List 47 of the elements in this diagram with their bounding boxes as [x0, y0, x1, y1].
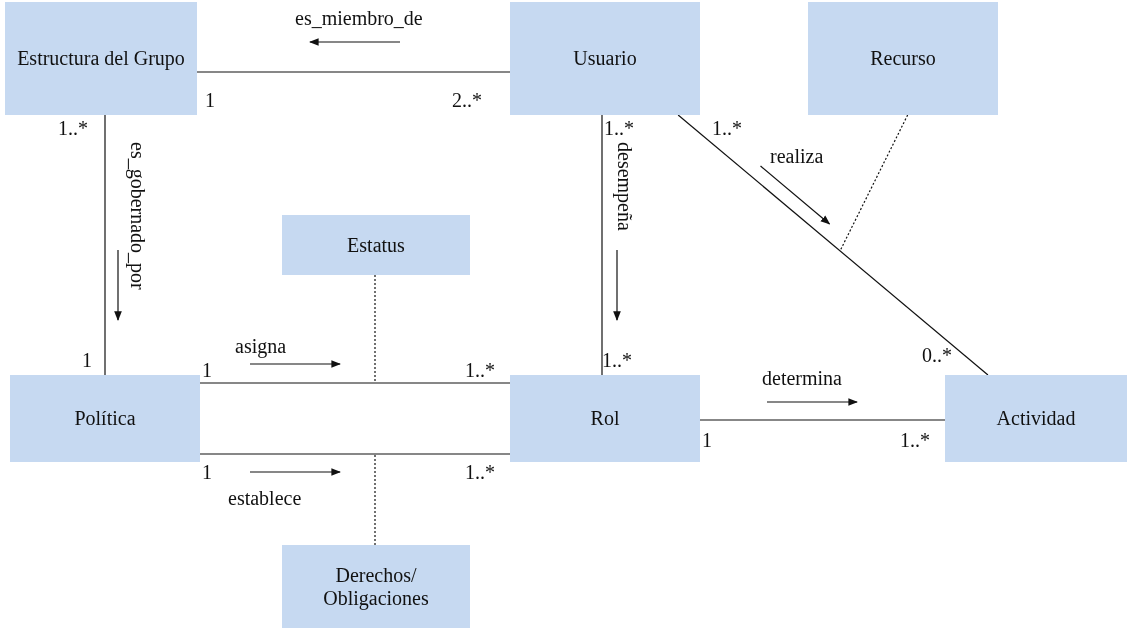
multiplicity-label: 1..* [712, 118, 742, 138]
edge-label: es_miembro_de [295, 8, 423, 28]
edge-label: desempeña [615, 142, 635, 231]
association-line [699, 419, 946, 421]
class-name: Estatus [347, 233, 405, 257]
association-class-line [374, 453, 376, 546]
class-name: Actividad [996, 407, 1076, 430]
association-line [199, 453, 511, 455]
class-box [510, 2, 700, 115]
class-name: Recurso [870, 47, 936, 70]
class-name: Política [74, 407, 136, 430]
association-line [677, 114, 989, 376]
association-line [601, 114, 603, 376]
multiplicity-label: 1 [702, 430, 712, 450]
class-box [5, 2, 197, 115]
class-box [10, 375, 200, 462]
association-class-line [839, 114, 909, 252]
edge-label: es_gobernado_por [128, 142, 148, 290]
multiplicity-label: 1..* [465, 360, 495, 380]
multiplicity-label: 2..* [452, 90, 482, 110]
multiplicity-label: 1 [205, 90, 215, 110]
edge-label: determina [762, 368, 842, 388]
association-line [104, 114, 106, 376]
multiplicity-label: 1 [202, 462, 212, 482]
class-name: Derechos/ Obligaciones [322, 563, 430, 610]
association-class-line [374, 274, 376, 384]
edge-label: establece [228, 488, 302, 508]
multiplicity-label: 1..* [900, 430, 930, 450]
edge-label: realiza [770, 146, 824, 166]
class-box [808, 2, 998, 115]
multiplicity-label: 1..* [602, 350, 632, 370]
multiplicity-label: 1..* [58, 118, 88, 138]
multiplicity-label: 1..* [604, 118, 634, 138]
class-box [282, 215, 470, 275]
association-line [199, 382, 511, 384]
class-name: Usuario [573, 47, 637, 70]
multiplicity-label: 1 [82, 350, 92, 370]
class-name: Estructura del Grupo [17, 47, 185, 70]
class-box [282, 545, 470, 628]
multiplicity-label: 1 [202, 360, 212, 380]
class-name: Rol [590, 407, 620, 430]
association-line [196, 71, 511, 73]
class-box [945, 375, 1127, 462]
class-box [510, 375, 700, 462]
edge-label: asigna [235, 336, 287, 356]
multiplicity-label: 0..* [922, 345, 952, 365]
multiplicity-label: 1..* [465, 462, 495, 482]
